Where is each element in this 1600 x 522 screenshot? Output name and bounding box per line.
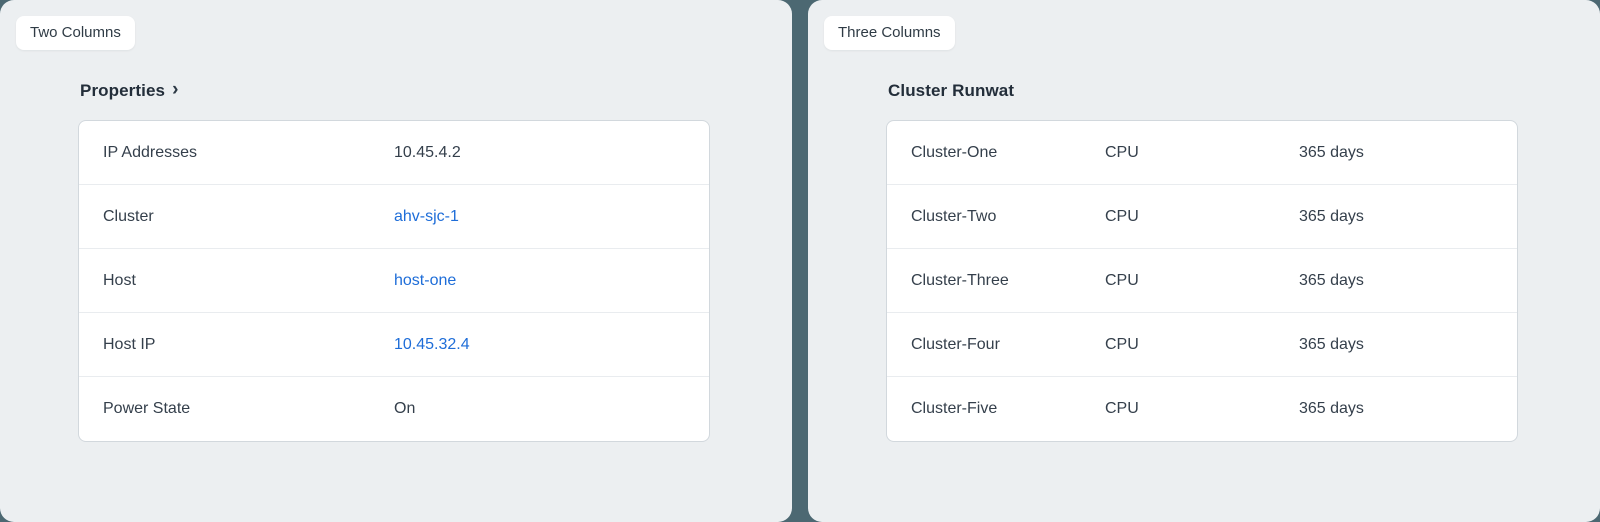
cluster-row: Cluster-Three CPU 365 days	[887, 249, 1517, 313]
cluster-duration: 365 days	[1298, 207, 1364, 225]
two-columns-panel: Two Columns Properties › IP Addresses 10…	[0, 0, 792, 522]
cluster-name: Cluster-Three	[911, 271, 1009, 289]
cluster-resource-type: CPU	[1104, 400, 1139, 417]
property-row-cluster: Cluster ahv-sjc-1	[79, 185, 709, 249]
cluster-name: Cluster-Two	[911, 207, 997, 225]
clusters-card: Cluster-One CPU 365 days Cluster-Two CPU…	[886, 120, 1518, 442]
three-columns-panel: Three Columns Cluster Runwat Cluster-One…	[808, 0, 1600, 522]
host-ip-link[interactable]: 10.45.32.4	[394, 335, 470, 353]
variant-chip-two-columns: Two Columns	[16, 16, 135, 50]
cluster-resource-type: CPU	[1104, 271, 1139, 289]
cluster-name: Cluster-Five	[911, 400, 998, 417]
cluster-name: Cluster-One	[911, 143, 998, 161]
cluster-duration: 365 days	[1298, 143, 1364, 161]
cluster-runwat-heading-label: Cluster Runwat	[888, 81, 1015, 100]
cluster-link[interactable]: ahv-sjc-1	[394, 207, 459, 225]
cluster-name: Cluster-Four	[911, 335, 1000, 353]
property-label: IP Addresses	[103, 143, 197, 161]
chevron-right-icon: ›	[172, 79, 179, 100]
cluster-resource-type: CPU	[1104, 207, 1139, 225]
cluster-row: Cluster-Four CPU 365 days	[887, 313, 1517, 377]
cluster-duration: 365 days	[1298, 271, 1364, 289]
property-value: On	[394, 400, 416, 417]
cluster-resource-type: CPU	[1104, 335, 1139, 353]
properties-heading[interactable]: Properties ›	[80, 79, 179, 102]
property-label: Host IP	[103, 335, 156, 353]
cluster-row: Cluster-Two CPU 365 days	[887, 185, 1517, 249]
cluster-row: Cluster-One CPU 365 days	[887, 121, 1517, 185]
cluster-row: Cluster-Five CPU 365 days	[887, 377, 1517, 441]
cluster-resource-type: CPU	[1104, 143, 1139, 161]
cluster-duration: 365 days	[1298, 400, 1364, 417]
properties-card: IP Addresses 10.45.4.2 Cluster ahv-sjc-1…	[78, 120, 710, 442]
property-row-host: Host host-one	[79, 249, 709, 313]
property-label: Cluster	[103, 207, 154, 225]
properties-heading-label: Properties	[80, 81, 166, 100]
host-link[interactable]: host-one	[394, 271, 457, 289]
property-row-power-state: Power State On	[79, 377, 709, 441]
property-row-host-ip: Host IP 10.45.32.4	[79, 313, 709, 377]
property-row-ip-addresses: IP Addresses 10.45.4.2	[79, 121, 709, 185]
property-label: Power State	[103, 400, 191, 417]
cluster-runwat-heading: Cluster Runwat	[888, 80, 1014, 102]
cluster-duration: 365 days	[1298, 335, 1364, 353]
property-value: 10.45.4.2	[394, 143, 461, 161]
property-label: Host	[103, 271, 136, 289]
variant-chip-three-columns: Three Columns	[824, 16, 955, 50]
